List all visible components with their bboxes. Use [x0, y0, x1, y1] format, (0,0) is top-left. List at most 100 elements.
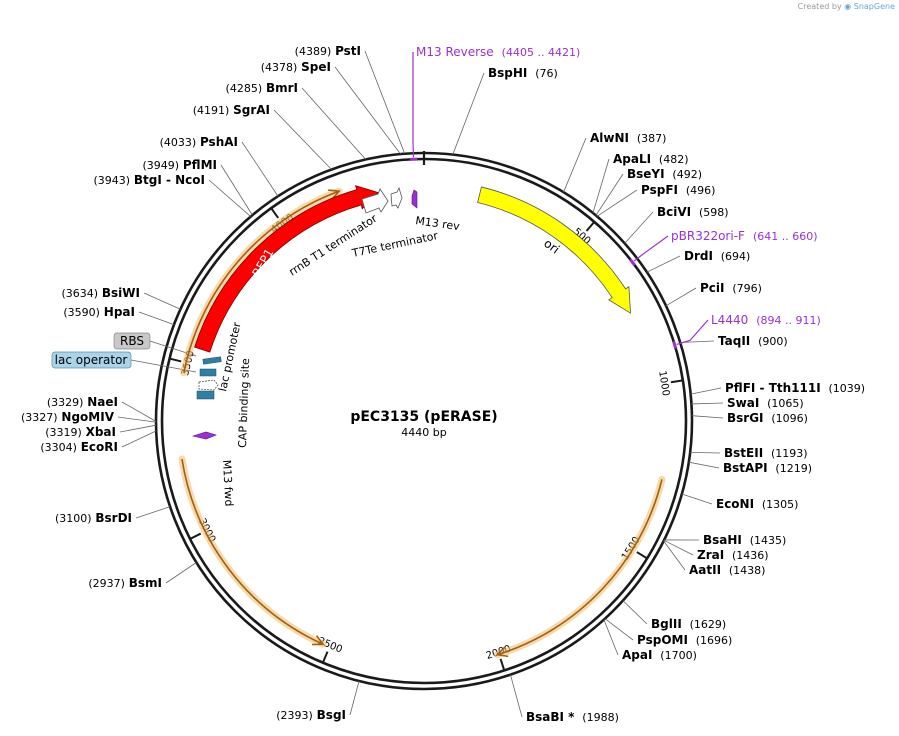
enzyme-label[interactable]: BsaHI (1435)	[703, 533, 786, 547]
orf-arrow-2[interactable]	[181, 458, 324, 645]
enzyme-label[interactable]: (3943) BtgI - NcoI	[93, 173, 205, 187]
enzyme-name: NgoMIV	[61, 410, 114, 424]
rrnb-terminator-icon[interactable]	[361, 188, 389, 214]
enzyme-label[interactable]: (3634) BsiWI	[61, 286, 140, 300]
enzyme-position: (694)	[721, 250, 751, 263]
enzyme-label[interactable]: (3304) EcoRI	[40, 440, 118, 454]
enzyme-label[interactable]: AlwNI (387)	[590, 131, 666, 145]
enzyme-label[interactable]: EcoNI (1305)	[716, 497, 798, 511]
credit-prefix: Created by	[797, 2, 842, 11]
enzyme-leader	[143, 292, 181, 310]
enzyme-leader	[690, 387, 722, 395]
enzyme-position: (3943)	[93, 174, 130, 187]
enzyme-label[interactable]: BspHI (76)	[488, 66, 558, 80]
enzyme-label[interactable]: ApaLI (482)	[613, 152, 689, 166]
enzyme-name: PstI	[335, 44, 361, 58]
enzyme-label[interactable]: (3590) HpaI	[63, 305, 135, 319]
enzyme-name: NaeI	[87, 395, 118, 409]
enzyme-leader	[596, 189, 638, 217]
enzyme-position: (4191)	[193, 104, 230, 117]
enzyme-label[interactable]: (3100) BsrDI	[55, 511, 132, 525]
orf-arrow-1[interactable]	[497, 479, 663, 656]
orf-arrow-2-head	[312, 635, 325, 646]
enzyme-name: BsrGI	[727, 411, 764, 425]
enzyme-name: BciVI	[657, 205, 691, 219]
enzyme-position: (4378)	[261, 61, 298, 74]
enzyme-label[interactable]: ZraI (1436)	[697, 548, 769, 562]
enzyme-label[interactable]: TaqII (900)	[718, 334, 788, 348]
lac-promoter-icon[interactable]	[198, 379, 219, 391]
enzyme-label[interactable]: DrdI (694)	[684, 249, 750, 263]
enzyme-label[interactable]: BstAPI (1219)	[723, 461, 812, 475]
snapgene-logo-icon: ◉	[844, 2, 852, 11]
enzyme-leader	[364, 50, 406, 154]
rbs-box[interactable]: RBS	[113, 332, 151, 350]
primer-label[interactable]: pBR322ori-F(641 .. 660)	[671, 229, 818, 243]
lac-operator-box[interactable]: lac operator	[51, 351, 132, 369]
enzyme-leader	[334, 66, 401, 155]
enzyme-label[interactable]: PspFI (496)	[641, 183, 715, 197]
m13-fwd-primer-icon[interactable]	[191, 431, 217, 440]
enzyme-position: (598)	[699, 206, 729, 219]
enzyme-leader	[665, 287, 697, 307]
enzyme-leader	[452, 72, 485, 155]
enzyme-label[interactable]: (4285) BmrI	[226, 81, 298, 95]
enzyme-position: (796)	[732, 282, 762, 295]
orf-arrow-3[interactable]	[183, 190, 340, 373]
enzyme-name: BstAPI	[723, 461, 768, 475]
enzyme-label[interactable]: BglII (1629)	[651, 617, 726, 631]
enzyme-position: (387)	[637, 132, 667, 145]
enzyme-label[interactable]: BciVI (598)	[657, 205, 729, 219]
enzyme-position: (1988)	[582, 711, 619, 724]
t7te-terminator-icon[interactable]	[390, 186, 403, 209]
enzyme-label[interactable]: (4033) PshAI	[160, 135, 238, 149]
enzyme-label[interactable]: (3329) NaeI	[47, 395, 118, 409]
leader-lines	[117, 50, 724, 718]
enzyme-leader	[688, 461, 720, 469]
enzyme-position: (1438)	[729, 564, 766, 577]
enzyme-label[interactable]: PflFI - Tth111I (1039)	[725, 381, 865, 395]
enzyme-label[interactable]: (3949) PflMI	[142, 158, 217, 172]
enzyme-label[interactable]: (4378) SpeI	[261, 60, 331, 74]
enzyme-position: (3634)	[61, 287, 98, 300]
lac-cluster	[191, 356, 222, 440]
enzyme-label[interactable]: (3327) NgoMIV	[21, 410, 115, 424]
enzyme-label[interactable]: AatII (1438)	[689, 563, 765, 577]
cap-site-marker[interactable]	[196, 390, 215, 400]
enzyme-label[interactable]: PciI (796)	[700, 281, 762, 295]
enzyme-name: ApaLI	[613, 152, 651, 166]
primer-name: L4440	[711, 313, 748, 327]
enzyme-label[interactable]: (3319) XbaI	[45, 425, 116, 439]
t7te-terminator-label: T7Te terminator	[350, 229, 440, 260]
enzyme-name: PspFI	[641, 183, 678, 197]
m13-rev-primer-icon[interactable]	[411, 189, 418, 209]
enzyme-leader	[663, 539, 694, 556]
enzyme-position: (3304)	[40, 441, 77, 454]
enzyme-name: BtgI - NcoI	[134, 173, 205, 187]
orf-arrow-2-glow	[178, 455, 327, 648]
mrfp1-feature-arrow[interactable]	[194, 185, 379, 353]
primer-label[interactable]: M13 Reverse(4405 .. 4421)	[416, 45, 580, 59]
lac-operator-marker[interactable]	[199, 368, 217, 377]
enzyme-label[interactable]: BseYI (492)	[627, 167, 702, 181]
primer-range: (641 .. 660)	[753, 230, 818, 243]
enzyme-label[interactable]: (4389) PstI	[295, 44, 361, 58]
enzyme-label[interactable]: ApaI (1700)	[622, 648, 697, 662]
enzyme-label[interactable]: (4191) SgrAI	[193, 103, 270, 117]
enzyme-label[interactable]: BsrGI (1096)	[727, 411, 808, 425]
enzyme-position: (1696)	[696, 634, 733, 647]
enzyme-label[interactable]: SwaI (1065)	[727, 396, 804, 410]
primer-label[interactable]: L4440(894 .. 911)	[711, 313, 821, 327]
enzyme-label[interactable]: (2937) BsmI	[88, 576, 162, 590]
ori-feature-arrow[interactable]	[477, 186, 631, 314]
enzyme-name: SgrAI	[233, 103, 270, 117]
enzyme-label[interactable]: BstEII (1193)	[724, 446, 808, 460]
tick-mark	[321, 651, 329, 664]
rbs-marker[interactable]	[202, 356, 222, 365]
primer-labels: M13 Reverse(4405 .. 4421) pBR322ori-F(641…	[409, 45, 821, 349]
m13-rev-label: M13 rev	[415, 214, 461, 233]
enzyme-label[interactable]: BsaBI * (1988)	[526, 710, 619, 724]
enzyme-label[interactable]: PspOMI (1696)	[637, 633, 732, 647]
enzyme-name: SpeI	[301, 60, 331, 74]
enzyme-label[interactable]: (2393) BsgI	[276, 708, 346, 722]
